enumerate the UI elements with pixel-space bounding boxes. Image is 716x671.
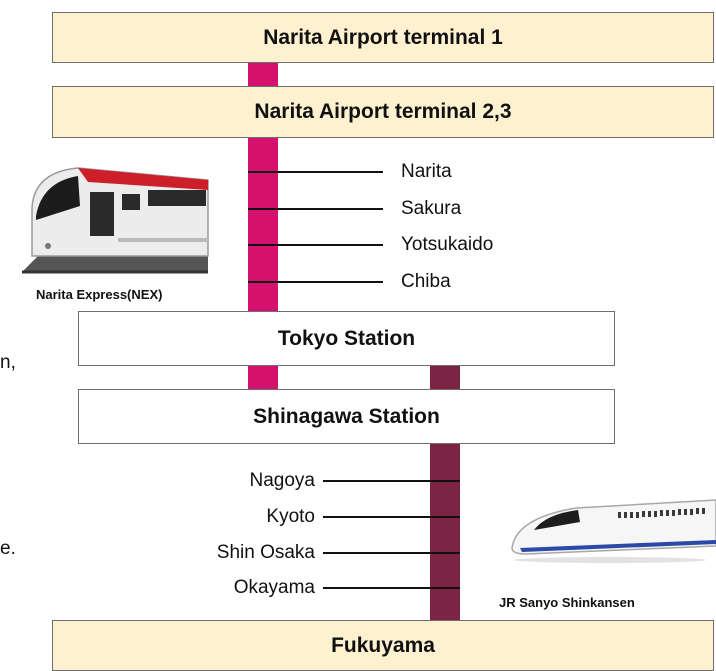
terminal-23-box: Narita Airport terminal 2,3: [52, 86, 714, 138]
shinagawa-station-box: Shinagawa Station: [78, 389, 615, 444]
shinkansen-stop-nagoya: Nagoya: [249, 470, 316, 491]
shinkansen-stop-tick: [323, 587, 460, 589]
nex-stop-chiba: Chiba: [401, 271, 451, 292]
tokyo-station-label: Tokyo Station: [277, 326, 416, 350]
edge-text-fragment: e.: [0, 538, 16, 559]
nex-stop-tick: [248, 208, 383, 210]
nex-train-image: [22, 167, 209, 274]
nex-line-segment-2: [248, 136, 278, 312]
shinkansen-stop-kyoto: Kyoto: [266, 506, 315, 527]
nex-stop-tick: [248, 171, 383, 173]
shinkansen-stop-tick: [323, 480, 460, 482]
shinkansen-line-segment-2: [430, 443, 460, 621]
terminal-1-box: Narita Airport terminal 1: [52, 12, 714, 63]
tokyo-station-box: Tokyo Station: [78, 311, 615, 366]
nex-stop-tick: [248, 244, 383, 246]
shinkansen-caption: JR Sanyo Shinkansen: [499, 595, 635, 610]
shinkansen-line-segment-1: [430, 365, 460, 390]
fukuyama-label: Fukuyama: [331, 633, 435, 657]
shinkansen-stop-tick: [323, 516, 460, 518]
nex-stop-yotsukaido: Yotsukaido: [401, 234, 494, 255]
nex-stop-sakura: Sakura: [401, 198, 462, 219]
shinkansen-stop-okayama: Okayama: [233, 577, 315, 598]
shinagawa-station-label: Shinagawa Station: [253, 404, 440, 428]
nex-stop-tick: [248, 281, 383, 283]
shinkansen-train-image: [511, 499, 716, 563]
fukuyama-box: Fukuyama: [52, 620, 714, 671]
nex-line-segment-3: [248, 365, 278, 390]
nex-caption: Narita Express(NEX): [36, 287, 163, 302]
shinkansen-stop-shin-osaka: Shin Osaka: [216, 542, 315, 563]
shinkansen-stop-tick: [323, 552, 460, 554]
nex-line-segment-1: [248, 62, 278, 86]
terminal-1-label: Narita Airport terminal 1: [263, 25, 503, 49]
edge-text-fragment: n,: [0, 352, 16, 373]
nex-stop-narita: Narita: [401, 161, 452, 182]
terminal-23-label: Narita Airport terminal 2,3: [254, 100, 512, 123]
